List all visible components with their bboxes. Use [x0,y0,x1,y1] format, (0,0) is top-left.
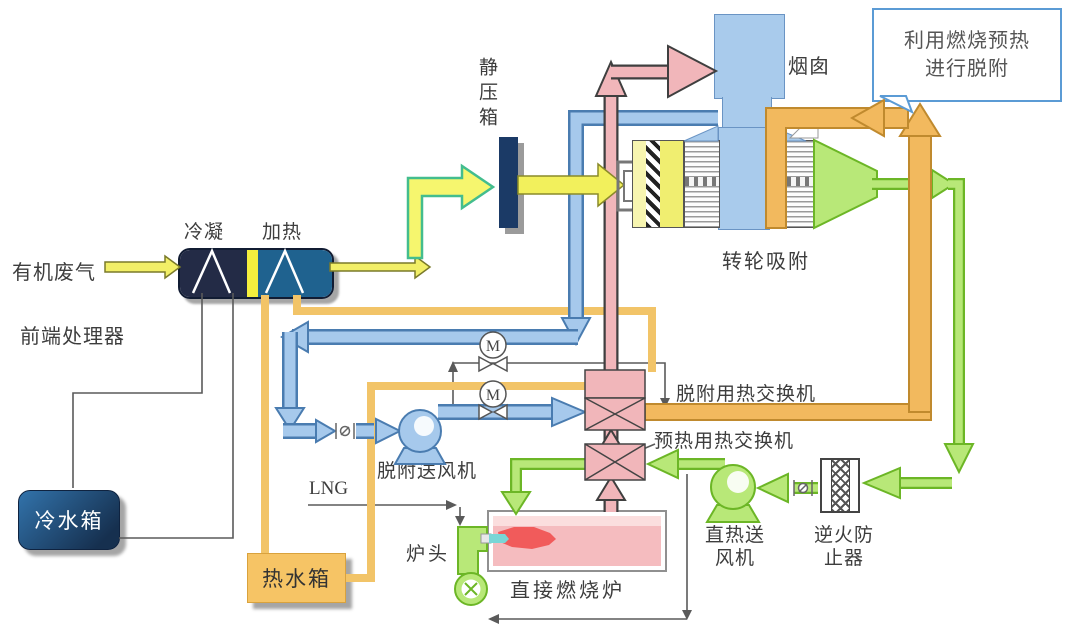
label-flashback-line1: 逆火防 [813,525,874,546]
wheel-deco-triangle [788,108,819,139]
wheel-rotor-left [684,140,720,228]
unit-divider-stripe [246,250,258,297]
burner-head [454,526,488,606]
direct-heat-fan [705,464,761,523]
label-furnace: 直接燃烧炉 [510,580,625,602]
front-end-processor-unit [178,248,334,299]
cold-water-tank: 冷水箱 [18,490,120,550]
inline-valve-green [793,480,813,496]
label-desorption-fan: 脱附送风机 [377,461,478,482]
condense-section [180,250,247,297]
callout-note: 利用燃烧预热 进行脱附 [872,8,1062,102]
label-flashback-line2: 止器 [823,548,864,569]
heat-section [257,250,332,297]
wheel-center-duct [718,127,770,230]
label-preheat-hx: 预热用热交换机 [654,431,795,452]
wheel-yellow-right [660,141,683,227]
label-front-processor: 前端处理器 [20,326,125,348]
chimney-stack [714,14,785,99]
wheel-connector [616,160,632,212]
flashback-mesh [831,460,850,511]
chimney-neck [722,97,772,131]
label-direct-fan-line2: 风机 [714,548,755,569]
motor-valve-2: M [478,380,508,421]
label-condense: 冷凝 [184,222,225,243]
label-organic-waste-gas: 有机废气 [12,262,96,284]
desorption-heat-exchanger [584,369,646,431]
static-pressure-box [499,137,518,228]
label-lng: LNG [309,478,349,499]
wheel-rotor-right [786,140,814,228]
motor-valve-2-label: M [486,387,500,404]
flashback-preventer [820,458,860,513]
label-chimney: 烟囱 [788,56,830,78]
callout-line1: 利用燃烧预热 [904,30,1030,52]
label-static-pressure-box: 静压箱 [476,57,497,132]
wheel-yellow-left [633,141,646,227]
preheat-hx-leader-line [627,443,656,456]
furnace-chamber [493,516,661,566]
motor-valve-1: M [478,331,508,373]
lng-fuel-line [308,500,465,526]
callout-line2: 进行脱附 [925,58,1009,80]
motor-valve-1-label: M [486,338,500,355]
label-direct-fan: 直热送 风机 [698,524,772,570]
direct-combustion-furnace [487,510,667,572]
preheat-heat-exchanger [584,443,646,481]
label-heat: 加热 [262,222,303,243]
label-burner-head: 炉头 [406,544,451,565]
wheel-filter-hatch [646,141,660,227]
hot-water-tank: 热水箱 [247,553,346,603]
label-desorption-hx: 脱附用热交换机 [676,384,817,405]
label-rotary-wheel: 转轮吸附 [722,251,810,273]
inline-valve-blue [335,423,355,439]
hot-water-tank-label: 热水箱 [262,567,331,591]
label-flashback: 逆火防 止器 [806,524,882,570]
rotary-wheel-inlet-box [632,140,684,228]
wheel-outlet-cone [813,138,878,230]
control-line-motor-valve [448,361,670,408]
cold-water-tank-label: 冷水箱 [34,509,104,533]
label-direct-fan-line1: 直热送 [704,525,765,546]
